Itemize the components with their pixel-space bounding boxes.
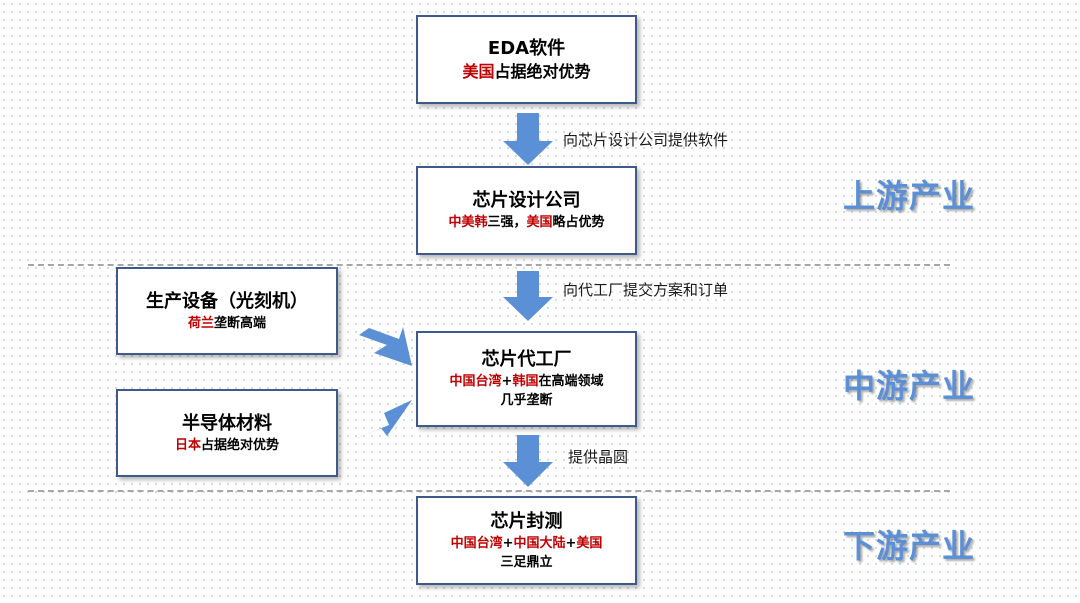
foundry-leader-1: 中国台湾 [449,374,502,389]
design-box-title: 芯片设计公司 [472,190,581,211]
design-box-subtitle: 中美韩三强，美国略占优势 [448,213,604,232]
eda-status: 占据绝对优势 [494,61,591,81]
packaging-box: 芯片封测 中国台湾+中国大陆+美国 三足鼎立 [416,496,637,585]
packaging-leader-2: 中国大陆 [513,535,566,551]
equipment-box: 生产设备（光刻机） 荷兰垄断高端 [116,267,338,355]
arrow-design-to-foundry [503,271,553,321]
packaging-box-subtitle-2: 三足鼎立 [500,554,553,570]
eda-software-box: EDA软件 美国占据绝对优势 [416,15,637,104]
foundry-box-subtitle-1: 中国台湾+韩国在高端领域 [450,372,604,391]
zone-label-midstream: 中游产业 [843,367,976,405]
design-text-1: 三强， [487,215,527,230]
zone-label-downstream: 下游产业 [843,527,976,565]
materials-box-title: 半导体材料 [182,412,272,434]
arrow-materials-to-foundry [351,400,412,441]
foundry-plus: + [501,374,513,389]
foundry-box-title: 芯片代工厂 [481,349,572,370]
arrow-eda-to-design [503,113,553,165]
materials-leader: 日本 [174,437,201,453]
packaging-box-subtitle-1: 中国台湾+中国大陆+美国 [451,534,603,553]
zone-label-upstream: 上游产业 [843,177,976,215]
foundry-box: 芯片代工厂 中国台湾+韩国在高端领域 几乎垄断 [416,331,637,427]
packaging-box-title: 芯片封测 [490,510,563,532]
equipment-status: 垄断高端 [214,315,267,331]
note-design-to-foundry: 向代工厂提交方案和订单 [563,281,729,299]
packaging-plus-1: + [502,535,514,551]
equipment-leader: 荷兰 [187,315,214,331]
foundry-box-subtitle-2: 几乎垄断 [500,393,553,408]
design-leaders: 中美韩 [448,215,488,230]
arrow-equipment-to-foundry [359,327,412,366]
arrow-foundry-to-packaging [503,435,553,487]
design-text-2: 略占优势 [552,215,605,230]
note-eda-to-design: 向芯片设计公司提供软件 [563,131,729,149]
divider-upstream-midstream [28,264,950,266]
packaging-leader-1: 中国台湾 [450,535,503,551]
eda-leader: 美国 [462,61,495,81]
packaging-leader-3: 美国 [576,535,603,551]
packaging-plus-2: + [565,535,577,551]
materials-box-subtitle: 日本占据绝对优势 [175,436,279,455]
foundry-leader-2: 韩国 [512,374,539,389]
equipment-box-subtitle: 荷兰垄断高端 [188,314,266,333]
note-foundry-to-packaging: 提供晶圆 [568,448,629,466]
materials-status: 占据绝对优势 [201,437,280,453]
eda-box-title: EDA软件 [487,37,566,59]
materials-box: 半导体材料 日本占据绝对优势 [116,389,338,477]
equipment-box-title: 生产设备（光刻机） [146,290,308,312]
chip-design-box: 芯片设计公司 中美韩三强，美国略占优势 [416,166,637,255]
divider-midstream-downstream [28,490,950,492]
foundry-text: 在高端领域 [538,374,604,389]
eda-box-subtitle: 美国占据绝对优势 [462,61,590,83]
design-top: 美国 [526,215,553,230]
